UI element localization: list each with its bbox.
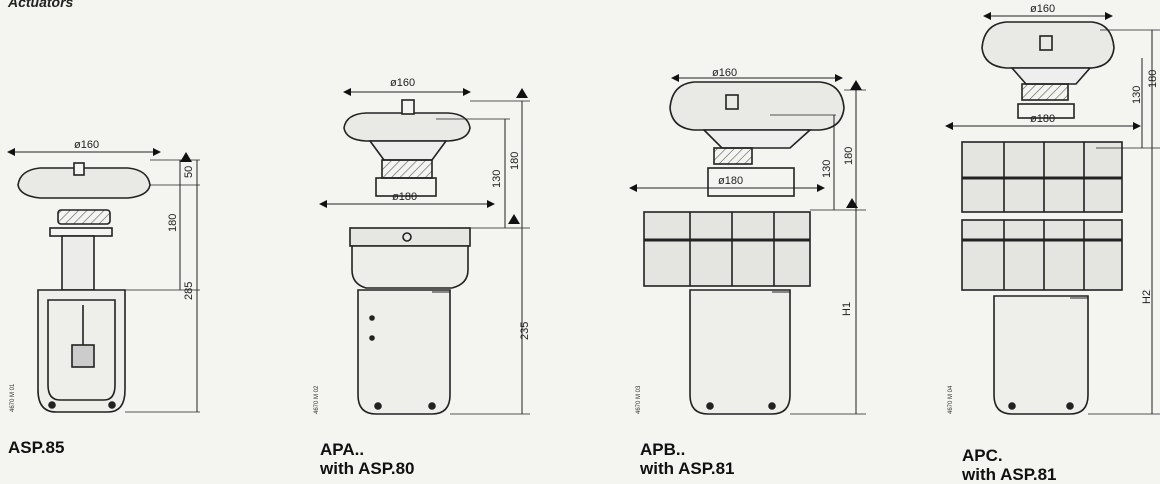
dim-diameter-top: ø160 (712, 67, 737, 79)
dim-diameter-body: ø180 (718, 175, 743, 187)
caption-subtitle: with ASP.81 (962, 465, 1057, 484)
caption-apa: APA.. with ASP.80 (320, 440, 414, 478)
dim-d3: 285 (183, 282, 195, 300)
caption-name: APB.. (640, 440, 686, 459)
dim-diameter-top: ø160 (1030, 3, 1055, 15)
caption-name: APC. (962, 446, 1003, 465)
dim-diameter-top: ø160 (390, 77, 415, 89)
dim-d2: 180 (1147, 70, 1159, 88)
yoke-cage-lower (961, 219, 1123, 291)
handwheel (669, 81, 845, 131)
dim-diameter-body: ø180 (1030, 113, 1055, 125)
dim-d1: 50 (183, 166, 195, 178)
coupling (57, 209, 111, 225)
caption-asp85: ASP.85 (8, 438, 64, 457)
dim-diameter-body: ø180 (392, 191, 417, 203)
figure-id: 4670 M 03 (636, 385, 642, 414)
dim-d3: 235 (519, 322, 531, 340)
figure-id: 4670 M 04 (948, 385, 954, 414)
caption-apb: APB.. with ASP.81 (640, 440, 734, 478)
dim-d2: 180 (167, 214, 179, 232)
handwheel (981, 21, 1115, 69)
caption-subtitle: with ASP.81 (640, 459, 735, 478)
valve-flange (349, 227, 471, 247)
handwheel (343, 112, 471, 142)
figure-id: 4670 M 02 (314, 385, 320, 414)
figure-apb (629, 74, 866, 415)
dim-d3: H2 (1141, 290, 1153, 304)
figure-asp85 (7, 148, 200, 413)
actuator-housing (689, 289, 791, 415)
coupling (381, 159, 433, 179)
dim-d1: 130 (1131, 86, 1143, 104)
stem (61, 235, 95, 291)
figure-apc (945, 12, 1160, 415)
dim-d2: 180 (843, 147, 855, 165)
dim-diameter: ø160 (74, 139, 99, 151)
figure-id: 4670 M 01 (10, 383, 16, 412)
yoke-cage (643, 211, 811, 287)
dim-d1: 130 (821, 160, 833, 178)
figure-apa (319, 88, 530, 415)
caption-apc: APC. with ASP.81 (962, 446, 1056, 484)
coupling (713, 147, 753, 165)
page-title: Actuators (8, 0, 74, 10)
actuator-housing (357, 289, 451, 415)
caption-subtitle: with ASP.80 (320, 459, 415, 478)
caption-name: ASP.85 (8, 438, 65, 457)
caption-name: APA.. (320, 440, 365, 459)
coupling (1021, 83, 1069, 101)
dim-d2: 180 (509, 152, 521, 170)
actuator-housing (993, 295, 1089, 415)
dim-d3: H1 (841, 302, 853, 316)
dim-d1: 130 (491, 170, 503, 188)
